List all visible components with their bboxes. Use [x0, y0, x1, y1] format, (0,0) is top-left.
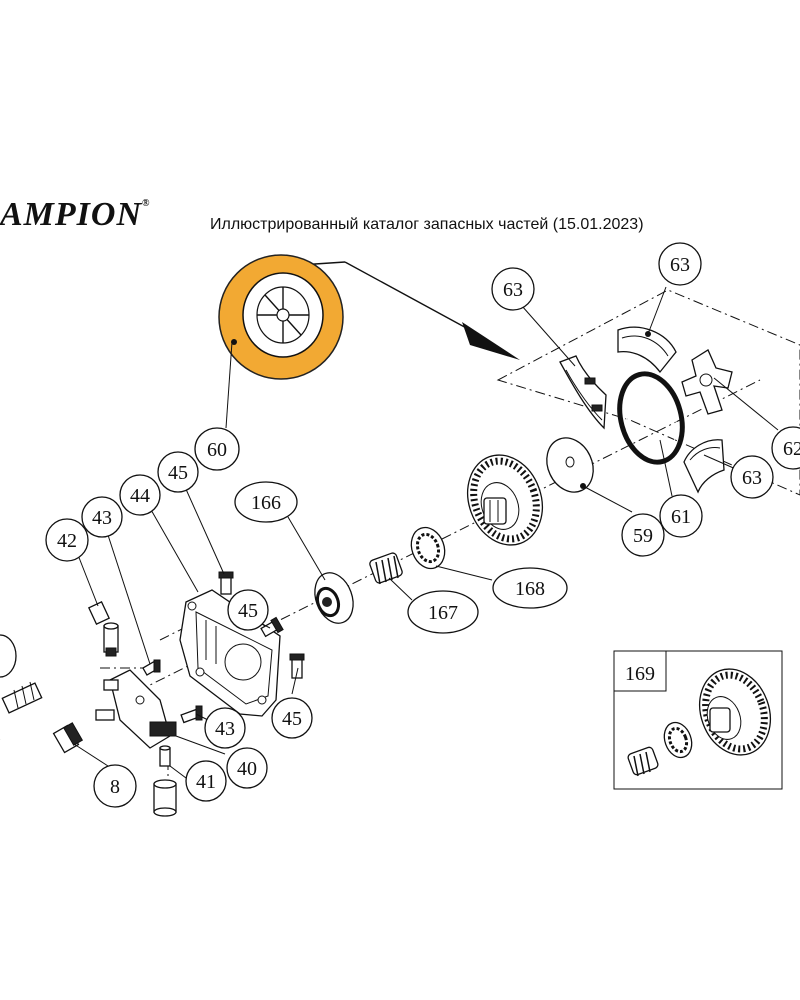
callout-45-middle: 45: [227, 589, 269, 631]
callout-62-label: 62: [783, 438, 800, 460]
pump-plunger: [159, 745, 171, 767]
brand-name: AMPION: [0, 196, 143, 233]
callout-168-label: 168: [515, 578, 545, 600]
callout-44: 44: [119, 474, 161, 516]
callout-43-bottom-label: 43: [215, 718, 235, 740]
callout-41: 41: [185, 760, 227, 802]
brand-logo: AMPION®: [0, 196, 151, 234]
washer: [546, 437, 594, 493]
callout-43-bottom: 43: [204, 707, 246, 749]
callout-8: 8: [93, 764, 137, 808]
clutch-shoe-top: [617, 326, 677, 374]
hose-connector: [1, 681, 43, 714]
callout-45-top-label: 45: [168, 462, 188, 484]
oil-hose: [0, 722, 84, 762]
callout-60: 60: [194, 427, 240, 471]
callout-63-right: 63: [730, 455, 774, 499]
worm-gear-fitting: [87, 601, 119, 657]
leader-lines: [73, 286, 779, 779]
callout-166-label: 166: [251, 492, 281, 514]
callout-168: 168: [492, 567, 568, 609]
callout-edge-partial: [0, 634, 17, 678]
small-screw-43-upper: [142, 659, 161, 676]
callout-8-label: 8: [110, 776, 120, 798]
callout-45-top: 45: [157, 451, 199, 493]
callout-167: 167: [407, 590, 479, 634]
callout-45-lower: 45: [271, 697, 313, 739]
drive-pulley: [314, 572, 354, 624]
clutch-shoe-bottom: [683, 439, 725, 494]
clutch-shoe-left: [559, 355, 607, 430]
clutch-spider: [681, 349, 733, 415]
callout-42: 42: [45, 518, 89, 562]
clutch-group-box: [496, 289, 800, 496]
callout-63-left: 63: [491, 267, 535, 311]
callout-169-label: 169: [625, 663, 655, 685]
callout-167-label: 167: [428, 602, 458, 624]
screw-top: [218, 571, 234, 595]
callout-40-label: 40: [237, 758, 257, 780]
callout-62: 62: [771, 426, 800, 470]
callout-59-label: 59: [633, 525, 653, 547]
pump-cap-41: [153, 779, 177, 817]
callout-41-label: 41: [196, 771, 216, 793]
callout-63-right-label: 63: [742, 467, 762, 489]
callout-61-label: 61: [671, 506, 691, 528]
callout-59: 59: [621, 513, 665, 557]
needle-bearing: [369, 552, 403, 585]
callout-61: 61: [659, 494, 703, 538]
oil-pump-body: [95, 669, 177, 749]
callout-166: 166: [234, 481, 298, 523]
callout-42-label: 42: [57, 530, 77, 552]
callout-40: 40: [226, 747, 268, 789]
catalog-subtitle: Иллюстрированный каталог запасных частей…: [210, 216, 644, 233]
callout-45-middle-label: 45: [238, 600, 258, 622]
sprocket-rim: [410, 526, 446, 570]
clutch-spring: [617, 371, 685, 465]
clutch-drum: [467, 454, 543, 546]
small-screw-43-lower: [180, 705, 203, 724]
inset-kit-box: [613, 650, 783, 790]
clutch-assembly-highlight: [218, 254, 344, 380]
callout-43-top: 43: [81, 496, 123, 538]
callout-43-top-label: 43: [92, 507, 112, 529]
callout-63-top: 63: [658, 242, 702, 286]
callout-45-lower-label: 45: [282, 708, 302, 730]
callout-44-label: 44: [130, 485, 150, 507]
screw-lower-right: [289, 653, 305, 679]
registered-mark: ®: [142, 198, 151, 209]
screw-middle: [260, 616, 284, 638]
callout-63-left-label: 63: [503, 279, 523, 301]
callout-60-label: 60: [207, 439, 227, 461]
callout-63-top-label: 63: [670, 254, 690, 276]
